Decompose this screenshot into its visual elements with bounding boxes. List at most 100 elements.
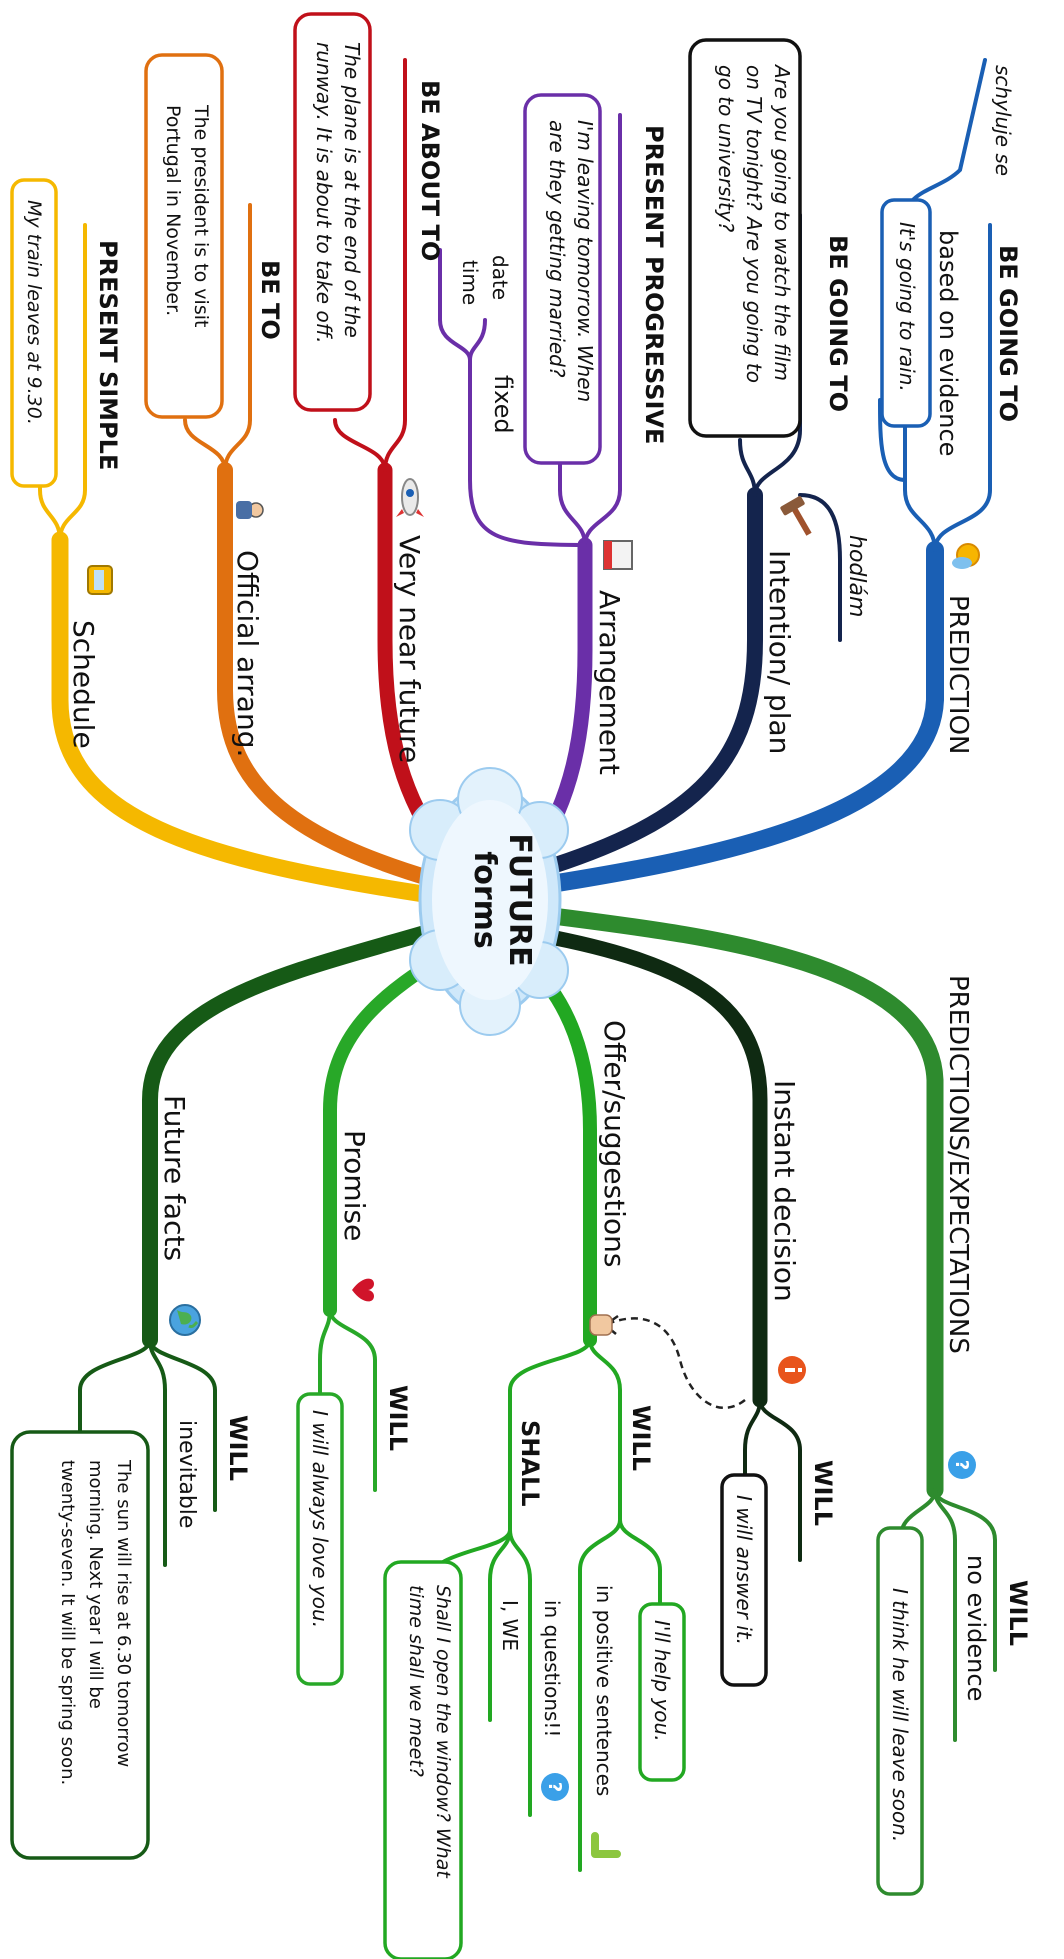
instant-example-box xyxy=(720,1473,768,1687)
offer-will-example: I'll help you. xyxy=(650,1620,674,1742)
shall-question-icon: ? xyxy=(541,1773,569,1801)
label-prediction: PREDICTION xyxy=(943,595,973,754)
future-facts-sub: inevitable xyxy=(174,1420,199,1528)
branch-intention xyxy=(532,487,763,878)
instant-form: WILL xyxy=(809,1460,837,1526)
label-predictions-exp: PREDICTIONS/EXPECTATIONS xyxy=(943,975,973,1354)
check-icon xyxy=(591,1832,621,1858)
future-facts-subtree xyxy=(78,1338,217,1567)
instant-subtree xyxy=(743,1398,802,1562)
schedule-subtree xyxy=(38,223,87,542)
schedule-example: My train leaves at 9.30. xyxy=(23,200,45,425)
branch-offer xyxy=(518,953,597,1347)
offer-form-will: WILL xyxy=(627,1405,655,1471)
prediction-example: It's going to rain. xyxy=(895,222,919,392)
promise-form: WILL xyxy=(384,1385,412,1451)
offer-will-sub: in positive sentences xyxy=(592,1585,616,1796)
alert-icon xyxy=(778,1356,806,1384)
instant-example: I will answer it. xyxy=(732,1495,756,1645)
svg-text:?: ? xyxy=(951,1460,972,1470)
very-near-example-line2: runway. It is about to take off. xyxy=(312,42,336,343)
intention-note: hodlám xyxy=(844,535,869,617)
offer-shall-example-line2: time shall we meet? xyxy=(405,1585,427,1777)
arrangement-form: PRESENT PROGRESSIVE xyxy=(640,125,668,444)
offer-shall-example-line1: Shall I open the window? What xyxy=(432,1585,454,1879)
future-facts-example-line2: morning. Next year I will be xyxy=(85,1460,106,1709)
arrangement-sub-date: date xyxy=(488,255,512,300)
calendar-icon xyxy=(603,540,633,570)
label-very-near: Very near future xyxy=(393,535,426,763)
future-facts-form: WILL xyxy=(224,1415,252,1481)
arrangement-example-line1: I'm leaving tomorrow. When xyxy=(573,120,597,402)
official-form: BE TO xyxy=(256,260,284,340)
label-future-facts: Future facts xyxy=(158,1095,191,1261)
branch-predictions-exp xyxy=(536,906,944,1499)
branch-prediction xyxy=(536,541,944,894)
question-icon: ? xyxy=(948,1451,976,1479)
official-example-box xyxy=(144,53,224,419)
label-offer: Offer/suggestions xyxy=(598,1020,631,1267)
official-example-line2: Portugal in November. xyxy=(162,105,184,316)
branch-future-facts xyxy=(142,922,443,1348)
arrangement-example-line2: are they getting married? xyxy=(545,120,569,378)
predictions-exp-form: WILL xyxy=(1004,1580,1032,1646)
offer-form-shall: SHALL xyxy=(516,1420,544,1507)
bus-icon xyxy=(87,565,113,595)
rocket-icon xyxy=(396,478,424,517)
intention-example-box xyxy=(688,38,802,438)
predictions-exp-example: I think he will leave soon. xyxy=(888,1588,912,1842)
predictions-exp-sub: no evidence xyxy=(962,1555,990,1701)
official-example-line1: The president is to visit xyxy=(190,104,212,327)
prediction-form: BE GOING TO xyxy=(994,245,1022,422)
arrangement-sub-time: time xyxy=(458,260,482,305)
future-facts-example-line1: The sun will rise at 6.30 tomorrow xyxy=(113,1459,134,1767)
very-near-example-line1: The plane is at the end of the xyxy=(340,42,364,338)
intention-form: BE GOING TO xyxy=(824,235,852,412)
future-facts-example-box xyxy=(10,1430,150,1860)
label-instant: Instant decision xyxy=(768,1080,801,1302)
schedule-example-box xyxy=(10,178,58,488)
hammer-icon xyxy=(780,496,812,536)
label-promise: Promise xyxy=(338,1130,371,1241)
center-title-future: FUTURE xyxy=(502,833,537,966)
promise-example-box xyxy=(296,1392,344,1686)
offer-shall-example-box xyxy=(383,1560,463,1959)
prediction-example-box xyxy=(880,198,932,428)
globe-icon xyxy=(169,1304,201,1336)
label-arrangement: Arrangement xyxy=(593,590,626,775)
official-subtree xyxy=(183,203,252,472)
branch-schedule xyxy=(51,531,439,904)
prediction-sub: based on evidence xyxy=(934,230,962,456)
arrangement-example-box xyxy=(523,93,602,465)
label-official: Official arrang. xyxy=(231,550,264,757)
schedule-form: PRESENT SIMPLE xyxy=(94,240,122,470)
dashed-connector xyxy=(604,1317,746,1410)
very-near-subtree xyxy=(333,58,407,472)
sun-cloud-icon xyxy=(952,543,980,569)
label-schedule: Schedule xyxy=(67,620,100,749)
hand-icon xyxy=(589,1314,613,1336)
person-icon xyxy=(236,501,264,519)
offer-shall-sub1: in questions!! xyxy=(540,1600,564,1737)
intention-example-line2: on TV tonight? Are you going to xyxy=(742,65,766,383)
arrangement-subtree xyxy=(438,113,622,547)
branch-instant xyxy=(532,927,768,1408)
branch-official xyxy=(217,462,443,888)
prediction-note: schylujе se xyxy=(991,65,1015,176)
intention-example-line1: Are you going to watch the film xyxy=(770,63,794,381)
heart-icon xyxy=(352,1278,374,1302)
svg-text:?: ? xyxy=(544,1782,565,1792)
central-cloud xyxy=(409,767,569,1036)
promise-example: I will always love you. xyxy=(308,1410,332,1628)
offer-shall-sub2: I, WE xyxy=(498,1600,522,1651)
very-near-example-box xyxy=(293,12,372,412)
intention-subtree xyxy=(738,213,842,642)
very-near-form: BE ABOUT TO xyxy=(416,80,444,261)
promise-subtree xyxy=(318,1308,377,1492)
center-title-forms: forms xyxy=(467,851,502,949)
label-intention: Intention/ plan xyxy=(763,550,796,754)
arrangement-sub-fixed: fixed xyxy=(489,375,517,434)
predictions-exp-example-box xyxy=(876,1526,924,1896)
offer-will-example-box xyxy=(638,1602,686,1782)
